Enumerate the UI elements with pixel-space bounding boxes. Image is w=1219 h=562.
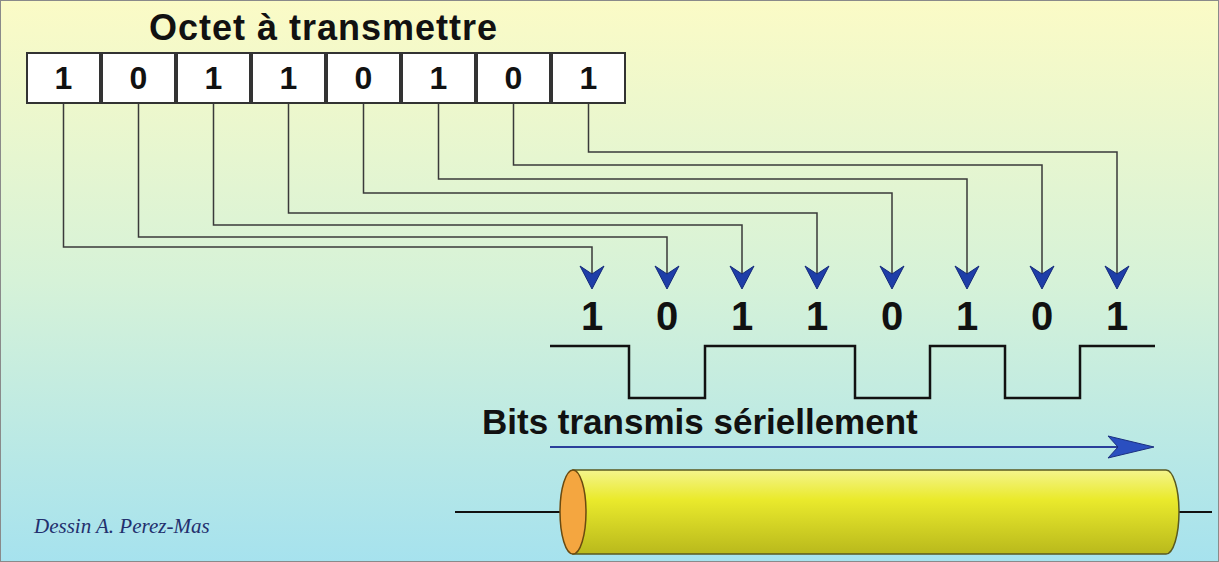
bit-box: 1: [401, 52, 476, 104]
bit-digit: 1: [580, 62, 598, 94]
leader-lines: [64, 104, 1118, 280]
title: Octet à transmettre: [149, 10, 498, 46]
serial-bit: 0: [1031, 296, 1053, 336]
bit-box: 0: [101, 52, 176, 104]
bit-box: 1: [551, 52, 626, 104]
direction-arrow: [550, 436, 1154, 458]
bit-box: 1: [251, 52, 326, 104]
bit-digit: 0: [505, 62, 523, 94]
bit-digit: 1: [430, 62, 448, 94]
serial-bit: 0: [881, 296, 903, 336]
serial-bit: 1: [731, 296, 753, 336]
serial-bit: 1: [956, 296, 978, 336]
serial-bit: 1: [1106, 296, 1128, 336]
bit-digit: 1: [55, 62, 73, 94]
bit-box: 1: [176, 52, 251, 104]
bit-digit: 1: [205, 62, 223, 94]
arrow-heads: [580, 266, 1129, 289]
serial-bit: 1: [806, 296, 828, 336]
transmission-caption: Bits transmis sériellement: [482, 404, 918, 439]
bit-digit: 0: [130, 62, 148, 94]
bit-box: 0: [326, 52, 401, 104]
author-signature: Dessin A. Perez-Mas: [34, 516, 210, 537]
signal-waveform: [550, 346, 1155, 398]
bit-box: 1: [26, 52, 101, 104]
cable: [455, 470, 1212, 554]
bit-box: 0: [476, 52, 551, 104]
serial-bit: 1: [581, 296, 603, 336]
bit-digit: 1: [280, 62, 298, 94]
serial-bit: 0: [656, 296, 678, 336]
bit-digit: 0: [355, 62, 373, 94]
